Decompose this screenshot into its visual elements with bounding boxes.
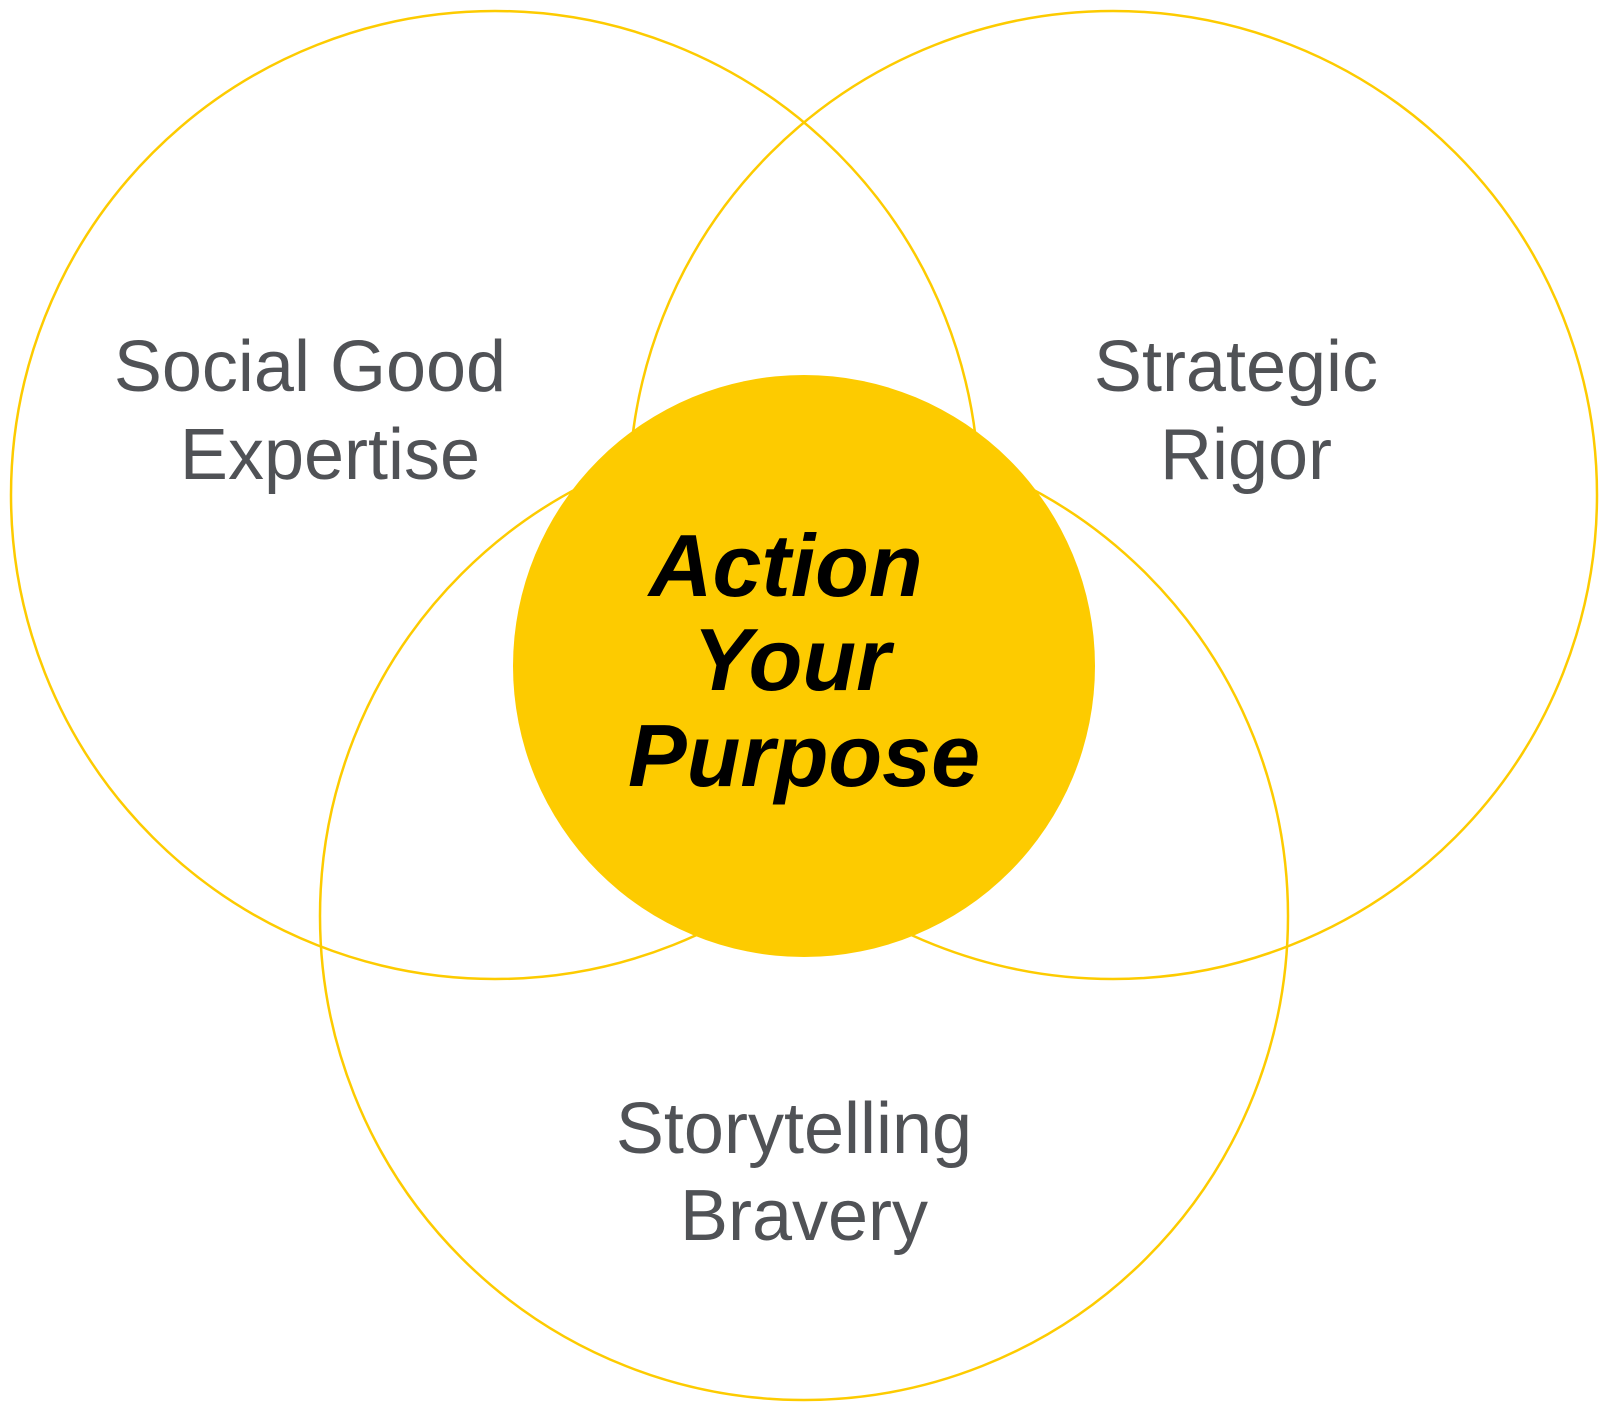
set-label-line: Rigor [1160,415,1332,495]
set-label-line: Expertise [180,415,480,495]
set-label-line: Strategic [1094,327,1378,407]
set-label-line: Social Good [114,327,506,407]
center-label: Action Your Purpose [628,516,980,805]
set-label-storytelling: Storytelling Bravery [616,1089,992,1256]
set-label-social-good: Social Good Expertise [114,327,526,495]
set-label-strategic-rigor: Strategic Rigor [1094,327,1398,495]
set-label-line: Storytelling [616,1089,972,1169]
center-label-line: Action [647,516,923,615]
center-circle [513,375,1095,957]
set-label-line: Bravery [680,1176,928,1256]
center-label-line: Your [693,610,895,709]
center-label-line: Purpose [628,706,980,805]
